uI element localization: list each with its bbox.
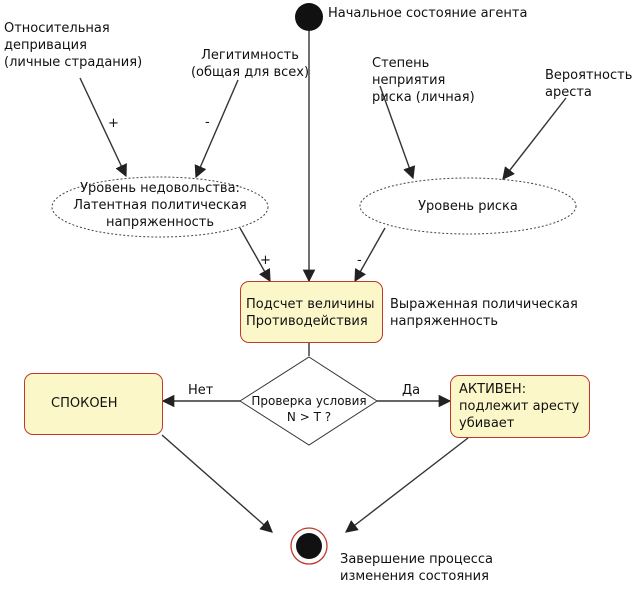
legitimacy-label: Легитимность (общая для всех) [190,48,310,80]
grievance-ellipse [51,176,269,238]
risk-ellipse [359,177,577,235]
minus-risk-label: - [357,253,362,268]
calc-box: Подсчет величины Противодействия [240,281,383,343]
calc-label: Подсчет величины Противодействия [246,297,375,329]
arrow-legitimacy-grievance [194,79,239,179]
yes-label: Да [402,383,421,398]
arrow-grievance-calc [239,227,271,283]
expressed-tension-label: Выраженная поличическая напряженность [390,297,578,329]
arrow-calm-end [161,434,273,533]
calm-box: СПОКОЕН [24,373,163,435]
minus-legitimacy-label: - [205,115,210,130]
active-label: АКТИВЕН: подлежит аресту убивает [459,382,580,431]
arrest-probability-label: Вероятность ареста [545,68,633,100]
relative-deprivation-label: Относительная депривация (личные страдан… [4,21,143,70]
active-box: АКТИВЕН: подлежит аресту убивает [450,375,590,438]
risk-level-label: Уровень риска [418,199,518,214]
start-node [295,3,323,31]
end-node-label: Завершение процесса изменения состояния [340,552,493,584]
arrow-riskaversion-risk [379,85,416,180]
grievance-label: Уровень недовольства: Латентная политиче… [73,181,247,230]
risk-aversion-label: Степень неприятия риска (личная) [372,56,475,105]
arrow-arrest-risk [502,97,567,180]
decision-diamond [239,356,378,446]
arrow-risk-calc [354,227,386,283]
end-node [296,533,322,559]
plus-deprivation-label: + [108,116,119,131]
plus-grievance-label: + [260,253,271,268]
start-node-label: Начальное состояние агента [328,6,528,21]
arrow-active-end [345,437,469,533]
calm-label: СПОКОЕН [51,396,118,411]
check-label: Проверка условия N > T ? [251,394,367,424]
no-label: Нет [188,383,214,398]
arrow-deprivation-grievance [79,77,127,178]
